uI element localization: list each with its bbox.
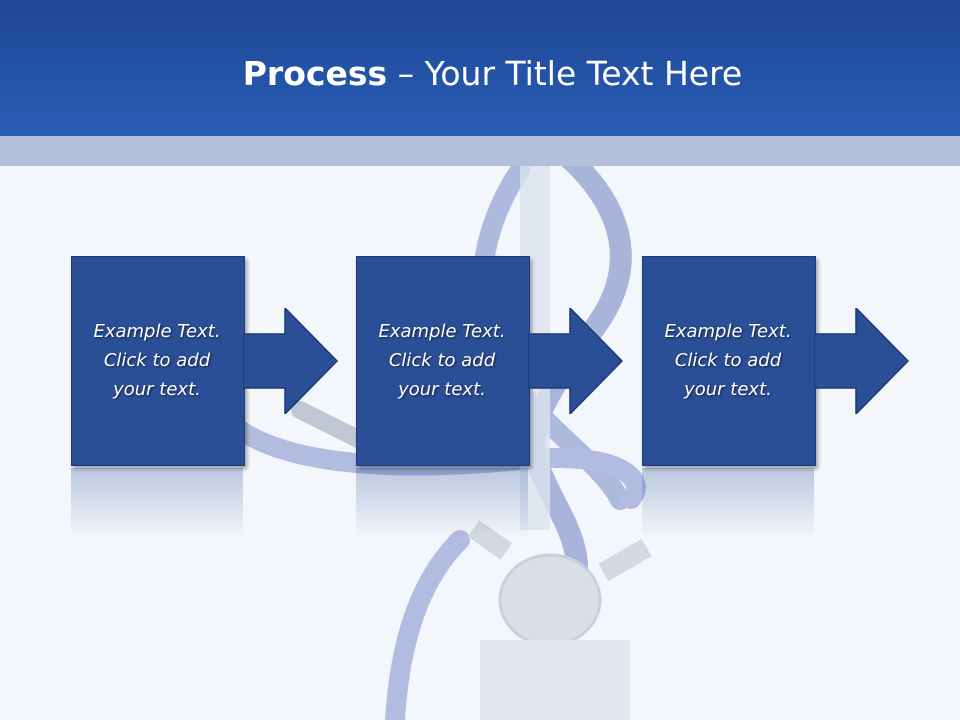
process-box: [356, 256, 530, 466]
step-reflection: [642, 468, 814, 538]
right-arrow-icon: [528, 308, 624, 414]
process-step-text[interactable]: Example Text. Click to add your text.: [664, 320, 792, 400]
process-step-text[interactable]: Example Text. Click to add your text.: [378, 320, 506, 400]
process-step-1[interactable]: Example Text. Click to add your text.: [71, 256, 339, 538]
process-step-text[interactable]: Example Text. Click to add your text.: [93, 320, 221, 400]
slide-title-rest: – Your Title Text Here: [387, 54, 743, 93]
slide-title[interactable]: Process – Your Title Text Here: [0, 52, 960, 96]
step-reflection: [71, 468, 243, 538]
right-arrow-icon: [243, 308, 339, 414]
process-step-3[interactable]: Example Text. Click to add your text.: [642, 256, 910, 538]
slide-title-bold: Process: [242, 54, 388, 93]
process-step-2[interactable]: Example Text. Click to add your text.: [356, 256, 624, 538]
right-arrow-icon: [814, 308, 910, 414]
title-bar: [0, 0, 960, 136]
title-underline-band: [0, 136, 960, 166]
process-box: [642, 256, 816, 466]
step-reflection: [356, 468, 528, 538]
process-box: [71, 256, 245, 466]
